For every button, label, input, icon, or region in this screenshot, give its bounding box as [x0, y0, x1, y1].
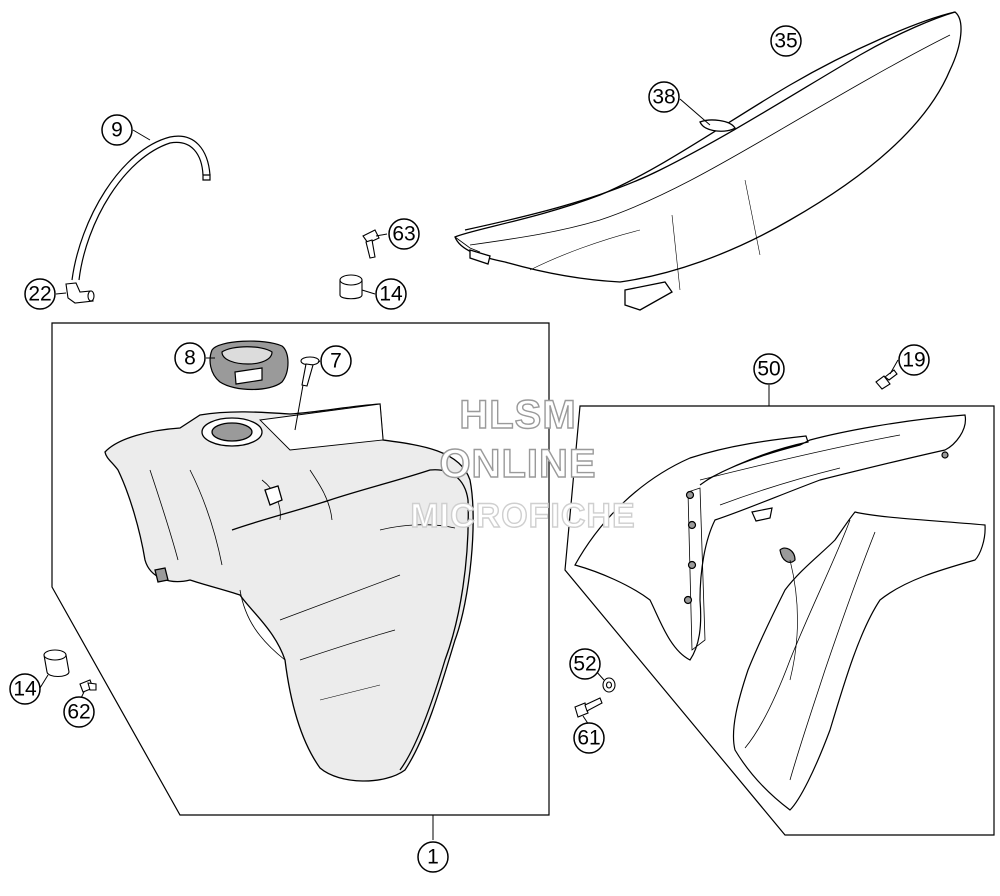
callout-14-lower[interactable]: 14: [9, 673, 41, 705]
callout-38[interactable]: 38: [648, 81, 680, 113]
svg-text:22: 22: [28, 283, 51, 306]
breather-hose-part: [71, 135, 211, 281]
radiator-shroud-left-part: [574, 414, 967, 661]
bolt-19-part: [875, 369, 898, 390]
svg-text:14: 14: [379, 283, 403, 306]
svg-text:7: 7: [330, 350, 342, 373]
callout-22[interactable]: 22: [24, 278, 56, 310]
callout-52[interactable]: 52: [569, 648, 601, 680]
watermark-line-1: HLSM: [459, 393, 576, 437]
watermark-line-3: MICROFICHE: [410, 497, 635, 535]
callout-1[interactable]: 1: [417, 841, 449, 873]
svg-text:61: 61: [577, 727, 600, 750]
svg-text:1: 1: [427, 846, 439, 869]
screw-7-part: [300, 356, 320, 387]
watermark-line-2: ONLINE: [439, 442, 596, 486]
callout-63[interactable]: 63: [388, 218, 420, 250]
bolt-62-part: [79, 679, 97, 693]
watermark: HLSM ONLINE MICROFICHE: [410, 392, 636, 535]
svg-text:9: 9: [111, 119, 123, 142]
svg-text:14: 14: [13, 678, 37, 701]
callout-8[interactable]: 8: [174, 342, 206, 374]
bolt-61-part: [574, 697, 603, 718]
seat-part: [454, 11, 962, 311]
bolt-63-part: [362, 229, 380, 259]
callout-9[interactable]: 9: [101, 114, 133, 146]
callout-62[interactable]: 62: [63, 696, 95, 728]
radiator-shroud-group-box: [564, 405, 995, 836]
callout-14-upper[interactable]: 14: [375, 278, 407, 310]
callout-19[interactable]: 19: [898, 344, 930, 376]
svg-text:63: 63: [392, 223, 415, 246]
washer-52-part: [602, 677, 616, 693]
svg-text:50: 50: [757, 358, 780, 381]
svg-text:38: 38: [652, 86, 675, 109]
svg-text:62: 62: [67, 701, 90, 724]
filler-cap-part: [209, 340, 289, 391]
hose-fitting-part: [65, 282, 95, 304]
callout-61[interactable]: 61: [573, 722, 605, 754]
svg-text:52: 52: [573, 653, 596, 676]
svg-text:35: 35: [774, 30, 797, 53]
bushing-upper-part: [339, 274, 363, 300]
callout-50[interactable]: 50: [753, 353, 785, 385]
fuel-tank-group-box: [51, 322, 550, 816]
bushing-lower-part: [43, 649, 70, 678]
fuel-tank-part: [104, 403, 474, 782]
callout-35[interactable]: 35: [770, 25, 802, 57]
svg-text:8: 8: [184, 347, 196, 370]
svg-text:19: 19: [902, 349, 925, 372]
callout-7[interactable]: 7: [320, 345, 352, 377]
leader-lines: [39, 98, 899, 840]
radiator-shroud-right-part: [732, 511, 986, 811]
